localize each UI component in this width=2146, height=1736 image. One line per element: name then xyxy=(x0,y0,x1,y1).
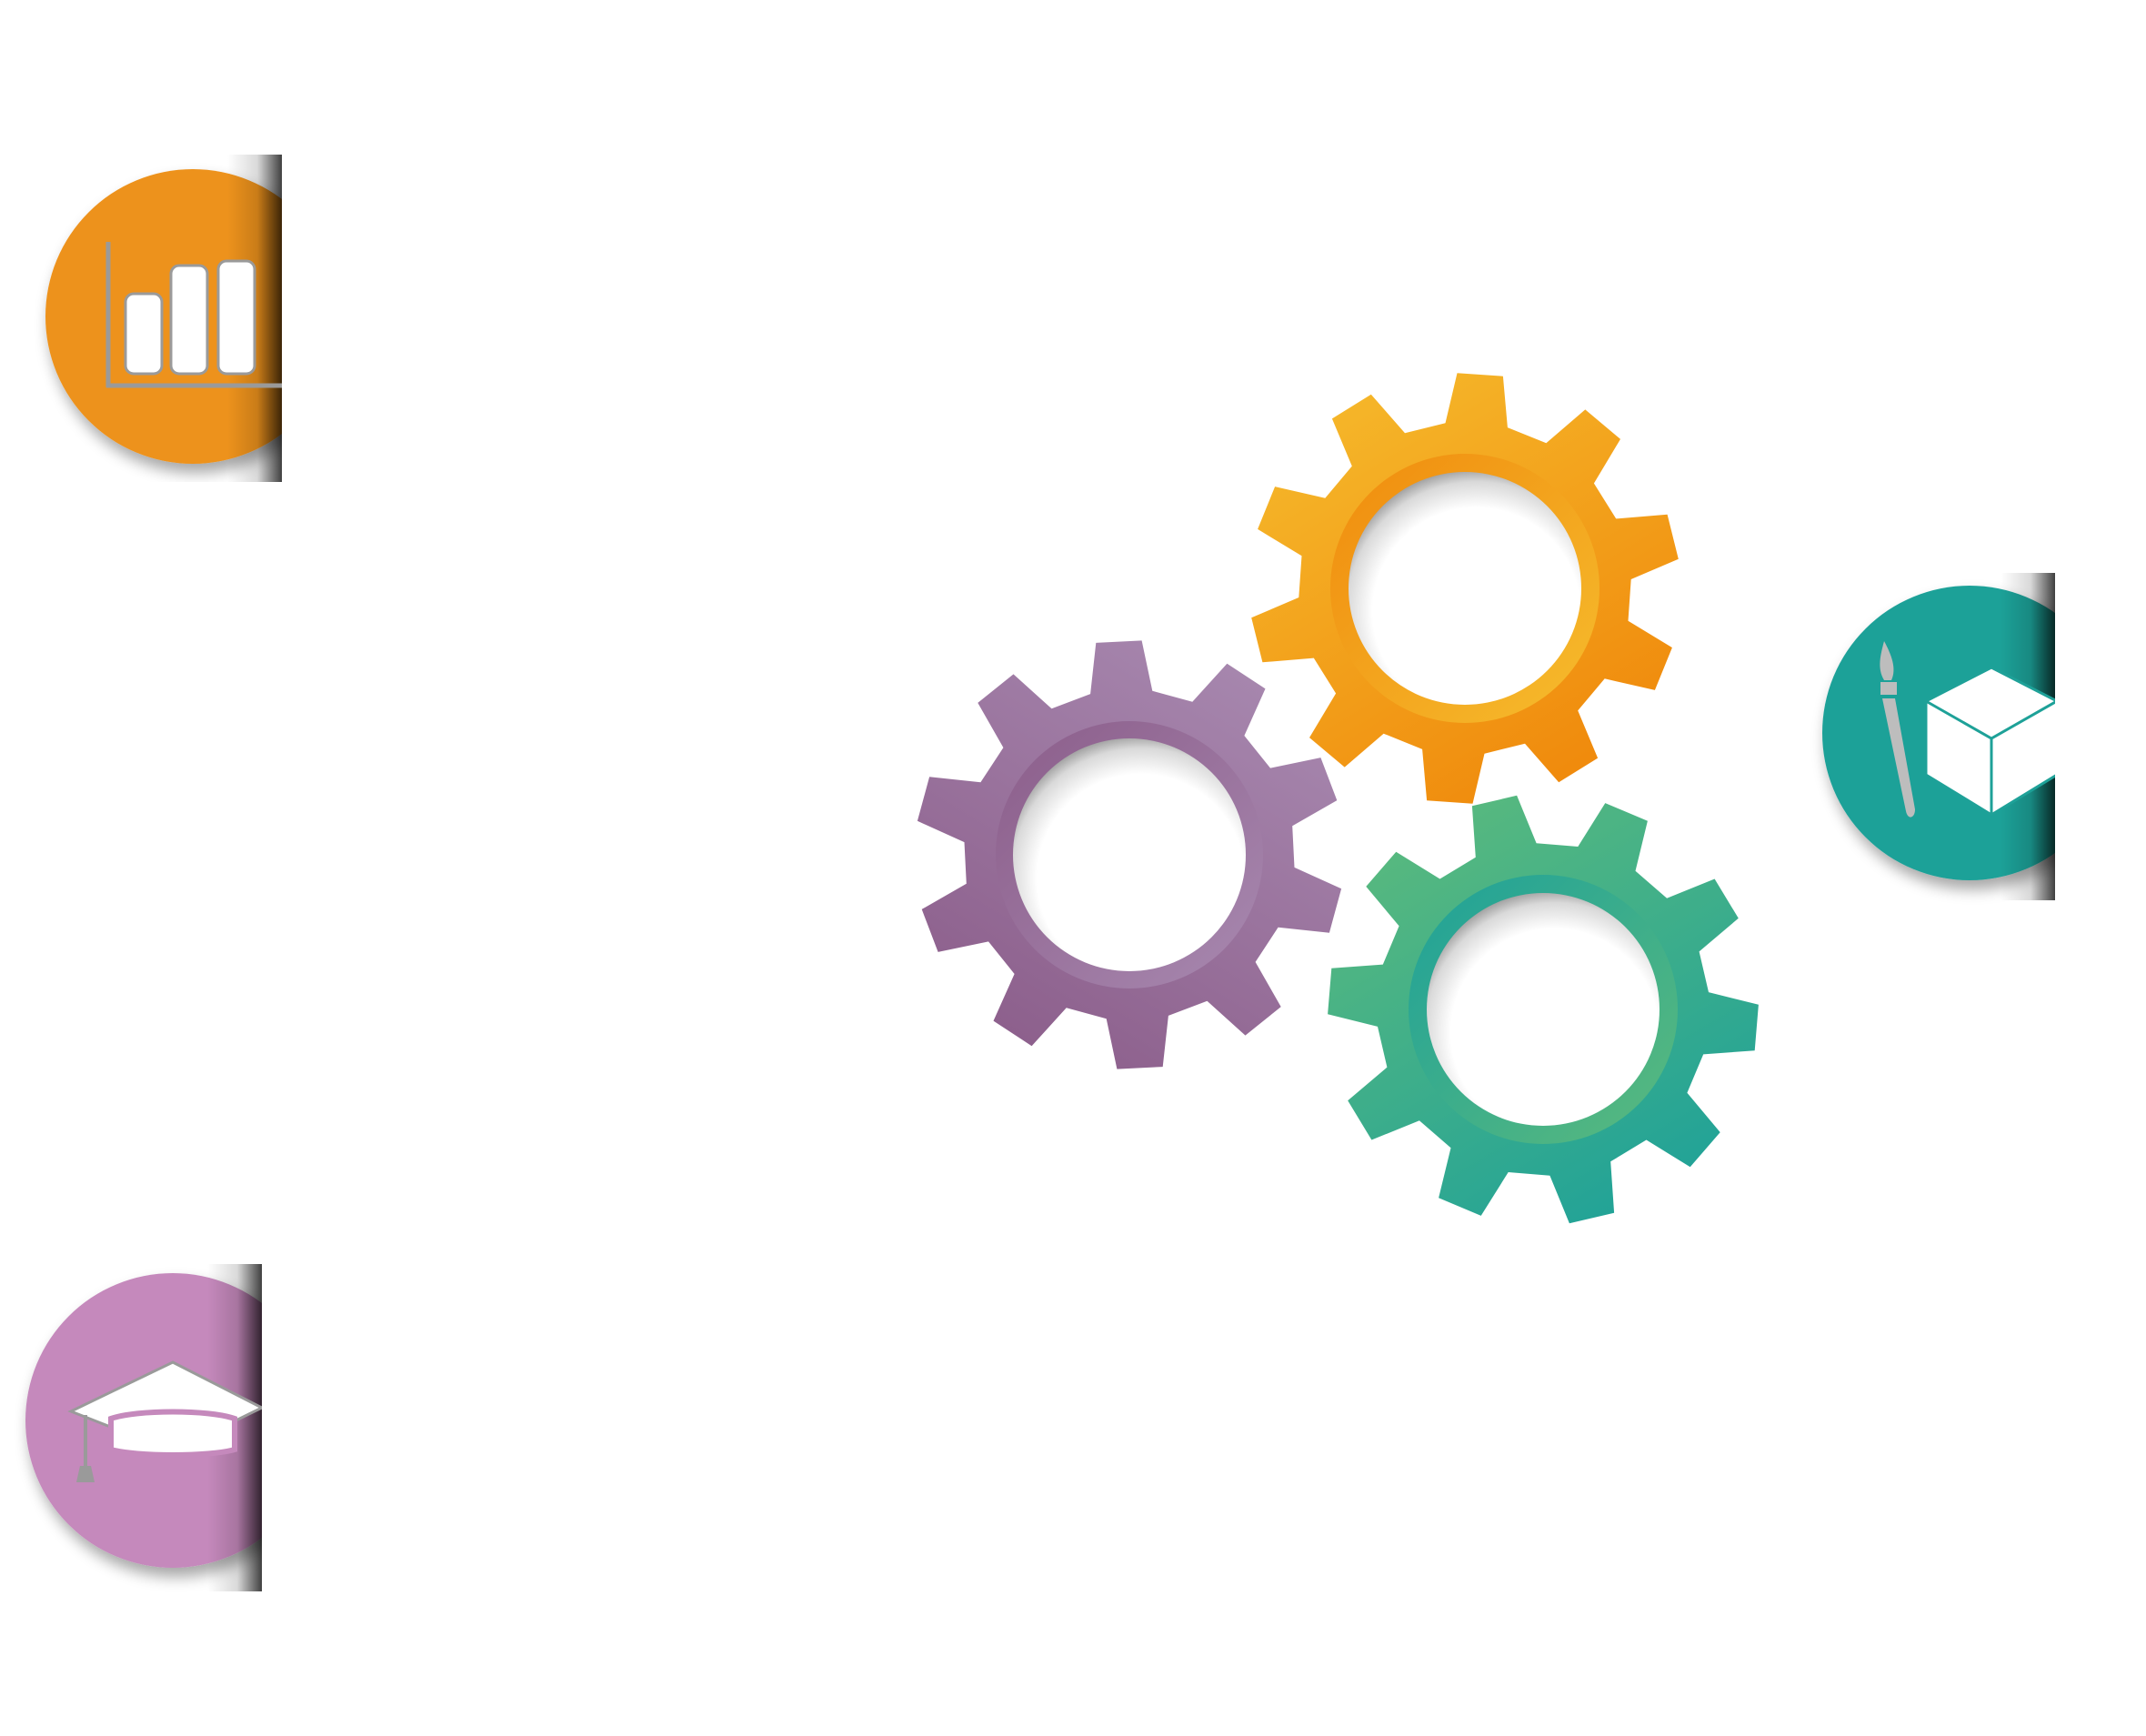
design-badge xyxy=(1822,573,2055,900)
badge-circle xyxy=(45,169,282,464)
graduation-cap-icon xyxy=(67,1360,262,1482)
education-badge xyxy=(25,1264,262,1591)
purple-gear xyxy=(917,640,1342,1069)
gear-hole xyxy=(1013,738,1246,971)
brush-cube-icon xyxy=(1880,641,2055,818)
bar-chart-icon xyxy=(105,242,282,388)
gear-hole xyxy=(1349,472,1581,705)
green-gear xyxy=(1328,795,1759,1224)
gear-hole xyxy=(1427,893,1660,1126)
chart-badge xyxy=(45,155,282,482)
yellow-gear xyxy=(1251,373,1679,804)
